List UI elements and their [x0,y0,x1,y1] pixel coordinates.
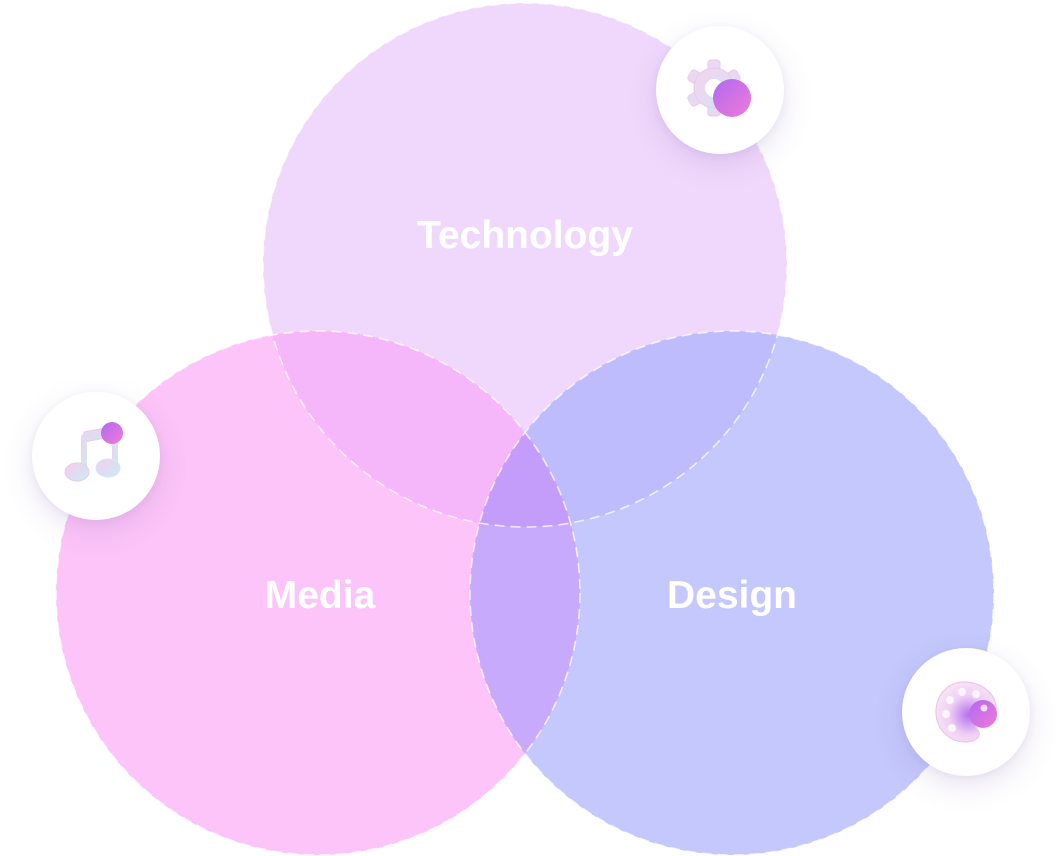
media-outline [55,330,581,856]
media-label: Media [265,574,376,617]
media-badge [32,392,160,520]
gear-icon [687,59,751,117]
technology-badge [656,26,784,154]
palette-icon [935,681,997,743]
technology-media-overlap [263,331,580,527]
technology-design-overlap [470,331,787,527]
technology-outline [262,2,788,528]
technology-label: Technology [417,214,633,257]
design-outline [469,330,995,856]
music-note-icon [64,422,123,482]
design-badge [902,648,1030,776]
design-label: Design [667,574,797,617]
